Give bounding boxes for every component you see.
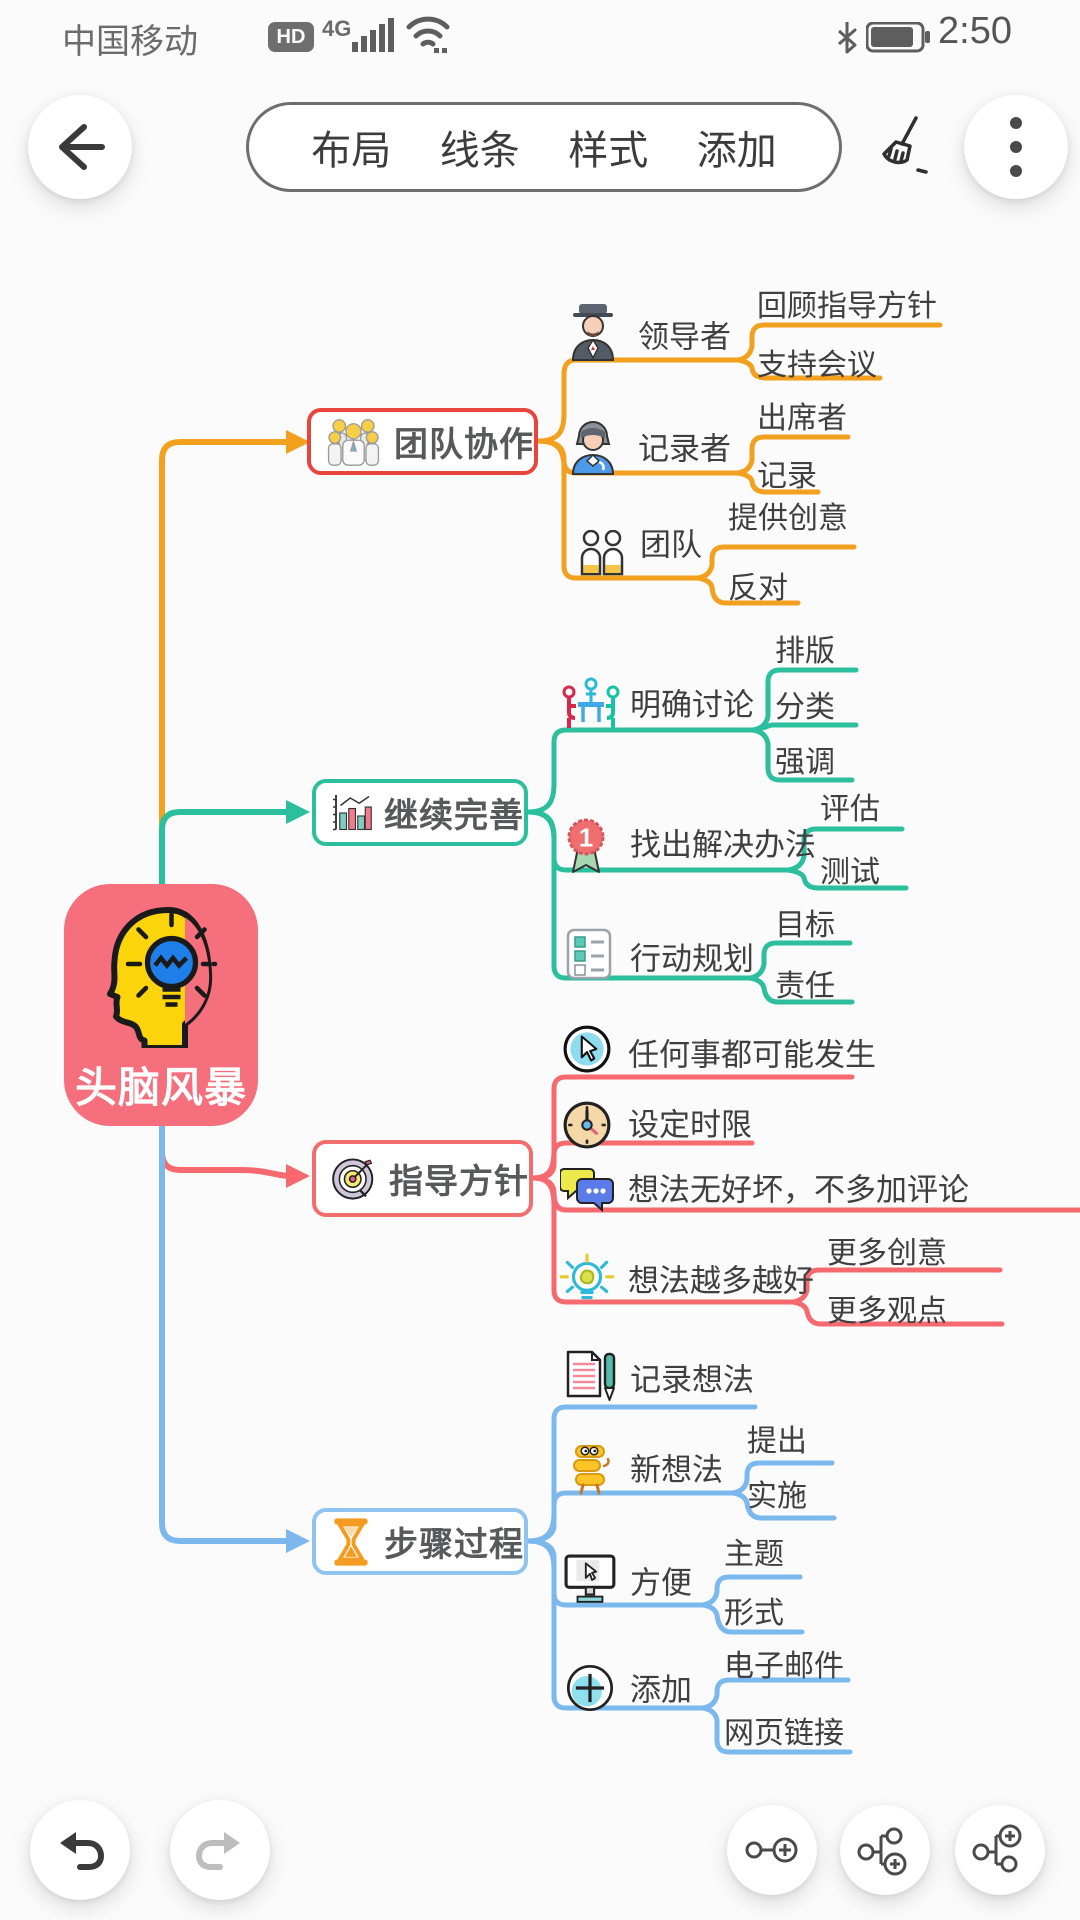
mindmap-node-label[interactable]: 网页链接: [724, 1717, 844, 1750]
mindmap-node-label[interactable]: 强调: [775, 746, 835, 779]
link-node-icon: [745, 1837, 798, 1863]
head-bulb-icon: [107, 907, 218, 1048]
mindmap-node-label[interactable]: 记录: [757, 460, 817, 493]
arrow-left-icon: [59, 124, 105, 170]
bluetooth-icon: [838, 22, 857, 54]
add-child-node-above-button[interactable]: [955, 1805, 1045, 1895]
menu-item-style[interactable]: 样式: [568, 129, 649, 173]
mindmap-node-label[interactable]: 更多创意: [827, 1237, 947, 1270]
status-bar: 中国移动 HD 4G 2:50: [0, 0, 1080, 62]
topic-label: 指导方针: [389, 1163, 529, 1201]
bar-chart-icon: [333, 794, 372, 830]
medal-rank-number: 1: [578, 822, 594, 853]
mindmap-node-label[interactable]: 责任: [775, 970, 835, 1003]
hourglass-icon: [334, 1517, 368, 1566]
mindmap-node-label[interactable]: 找出解决办法: [630, 827, 816, 863]
mindmap-node-label[interactable]: 提供创意: [728, 502, 848, 535]
add-sibling-node-button[interactable]: [727, 1805, 817, 1895]
mindmap-node-label[interactable]: 主题: [724, 1538, 784, 1571]
network-type-label: 4G: [322, 16, 352, 41]
mindmap-node-label[interactable]: 想法越多越好: [628, 1263, 814, 1299]
add-plus-icon: [566, 1664, 614, 1712]
recorder-icon: [571, 421, 615, 475]
mindmap-node-label[interactable]: 测试: [820, 856, 880, 889]
mindmap-node-label[interactable]: 目标: [775, 909, 835, 942]
mindmap-node-label[interactable]: 实施: [747, 1480, 807, 1513]
mindmap-node-label[interactable]: 形式: [724, 1597, 784, 1630]
mindmap-node-label[interactable]: 设定时限: [628, 1107, 752, 1143]
wifi-icon: [406, 16, 450, 53]
topic-node-team-collaboration[interactable]: 团队协作: [307, 408, 538, 475]
monitor-cursor-icon: [564, 1554, 616, 1603]
topic-node-keep-improving[interactable]: 继续完善: [312, 779, 528, 846]
topic-label: 步骤过程: [384, 1526, 524, 1564]
mindmap-node-label[interactable]: 记录想法: [630, 1362, 754, 1398]
topic-label: 团队协作: [394, 426, 534, 464]
mindmap-node-label[interactable]: 提出: [747, 1425, 807, 1458]
kebab-menu-icon: [1010, 117, 1022, 177]
back-button[interactable]: [28, 95, 132, 199]
team-group-icon: [327, 418, 380, 466]
undo-icon: [60, 1832, 105, 1870]
mindmap-node-label[interactable]: 明确讨论: [630, 687, 754, 723]
hd-badge: HD: [268, 22, 314, 52]
mindmap-node-label[interactable]: 排版: [775, 635, 835, 668]
format-menu: 布局 线条 样式 添加: [246, 102, 842, 192]
mindmap-node-label[interactable]: 添加: [630, 1672, 692, 1708]
menu-item-add[interactable]: 添加: [696, 129, 777, 173]
cursor-icon: [563, 1025, 611, 1073]
mindmap-node-label[interactable]: 评估: [820, 793, 880, 826]
new-idea-icon: [573, 1445, 610, 1495]
mindmap-node-label[interactable]: 方便: [630, 1565, 692, 1601]
discussion-icon: [562, 677, 620, 728]
mindmap-node-label[interactable]: 更多观点: [827, 1295, 947, 1328]
battery-icon: [866, 22, 930, 53]
more-options-button[interactable]: [964, 95, 1068, 199]
brush-clear-button[interactable]: [874, 114, 934, 184]
branch-node-plus-bottom-icon: [857, 1827, 907, 1876]
redo-icon: [195, 1832, 240, 1870]
target-icon: [332, 1157, 374, 1200]
carrier-label: 中国移动: [62, 23, 198, 61]
mindmap-node-label[interactable]: 新想法: [630, 1452, 723, 1488]
undo-button[interactable]: [30, 1800, 130, 1900]
topic-label: 继续完善: [384, 797, 524, 835]
menu-item-layout[interactable]: 布局: [311, 129, 392, 173]
clock-time-label: 2:50: [938, 10, 1012, 52]
central-topic-node[interactable]: 头脑风暴: [64, 884, 258, 1126]
mindmap-node-label[interactable]: 领导者: [638, 319, 731, 355]
branch-node-plus-top-icon: [972, 1824, 1022, 1873]
topic-node-step-process[interactable]: 步骤过程: [312, 1508, 528, 1575]
mindmap-node-label[interactable]: 支持会议: [757, 349, 877, 382]
mindmap-node-label[interactable]: 记录者: [638, 431, 731, 467]
note-pen-icon: [566, 1350, 616, 1401]
team-icon: [580, 530, 624, 576]
clock-icon: [563, 1101, 611, 1149]
topic-node-guidelines[interactable]: 指导方针: [312, 1140, 533, 1217]
medal-icon: [567, 818, 605, 873]
mindmap-node-label[interactable]: 分类: [775, 691, 835, 724]
mindmap-node-label[interactable]: 行动规划: [630, 941, 754, 977]
menu-item-lines[interactable]: 线条: [439, 129, 520, 173]
mindmap-node-label[interactable]: 想法无好坏，不多加评论: [628, 1172, 969, 1208]
mindmap-node-label[interactable]: 出席者: [757, 402, 847, 435]
leader-icon: [571, 304, 615, 361]
signal-strength-icon: [352, 18, 394, 52]
idea-bulb-icon: [559, 1253, 615, 1300]
redo-button[interactable]: [170, 1800, 270, 1900]
mindmap-node-label[interactable]: 回顾指导方针: [757, 290, 937, 323]
mindmap-node-label[interactable]: 电子邮件: [724, 1650, 844, 1683]
mindmap-node-label[interactable]: 任何事都可能发生: [628, 1037, 876, 1073]
add-child-node-below-button[interactable]: [840, 1805, 930, 1895]
mindmap-node-label[interactable]: 团队: [640, 527, 702, 563]
central-topic-label: 头脑风暴: [74, 1064, 247, 1111]
mindmap-node-label[interactable]: 反对: [728, 572, 788, 605]
checklist-icon: [566, 928, 612, 980]
chat-bubbles-icon: [560, 1168, 614, 1212]
